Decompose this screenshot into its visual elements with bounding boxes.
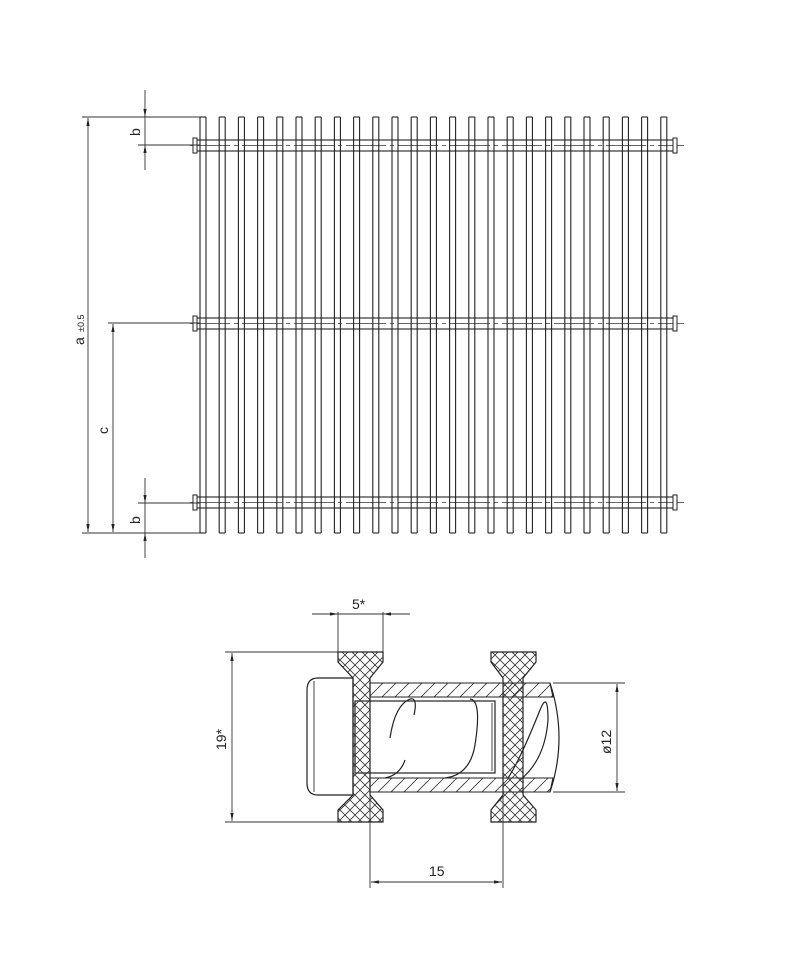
bar-6 [295,116,303,534]
spring [384,698,549,781]
label-diameter: ø12 [598,730,614,754]
bar-11 [391,116,399,534]
bar-15 [468,116,476,534]
dimension-b-bottom: b [127,478,200,558]
bar-14 [449,116,457,534]
rail-1 [190,137,684,154]
left-flange [337,651,384,823]
label-c: c [95,427,111,434]
dimension-flange-width: 5* [312,596,410,652]
bar-10 [372,116,380,534]
bar-13 [429,116,437,534]
bar-19 [545,116,553,534]
tube-top-wall [369,682,554,698]
bar-7 [314,116,322,534]
dimension-c: c [95,322,200,532]
bar-2 [218,116,226,534]
label-a-tolerance: ±0.5 [76,315,86,332]
bar-17 [506,116,514,534]
dimension-height: 19* [213,651,338,823]
bar-25 [660,116,668,534]
label-b-bottom: b [127,516,143,524]
tube-bottom-wall [369,777,554,793]
label-spacing: 15 [429,863,445,879]
bar-3 [237,116,245,534]
dimension-diameter: ø12 [553,682,625,793]
bar-4 [257,116,265,534]
label-height: 19* [213,728,229,750]
bar-22 [602,116,610,534]
bar-16 [487,116,495,534]
dimension-a: a ±0.5 [71,116,200,534]
bar-20 [564,116,572,534]
right-flange [490,651,537,823]
bar-9 [353,116,361,534]
grate-bars [199,116,668,534]
label-a: a [71,337,87,345]
plug [354,700,496,774]
dimension-b-top: b [127,90,200,170]
bar-8 [333,116,341,534]
tube-end-arc [549,682,560,793]
grate-rails [190,137,684,511]
bar-18 [525,116,533,534]
label-b-top: b [127,128,143,136]
rail-2 [190,315,684,332]
dimension-spacing: 15 [369,795,504,888]
bar-21 [583,116,591,534]
bar-1 [199,116,207,534]
bar-12 [410,116,418,534]
bar-23 [621,116,629,534]
bar-5 [276,116,284,534]
knob [306,677,354,796]
bar-24 [641,116,649,534]
label-flange-width: 5* [352,596,366,612]
rail-3 [190,494,684,511]
